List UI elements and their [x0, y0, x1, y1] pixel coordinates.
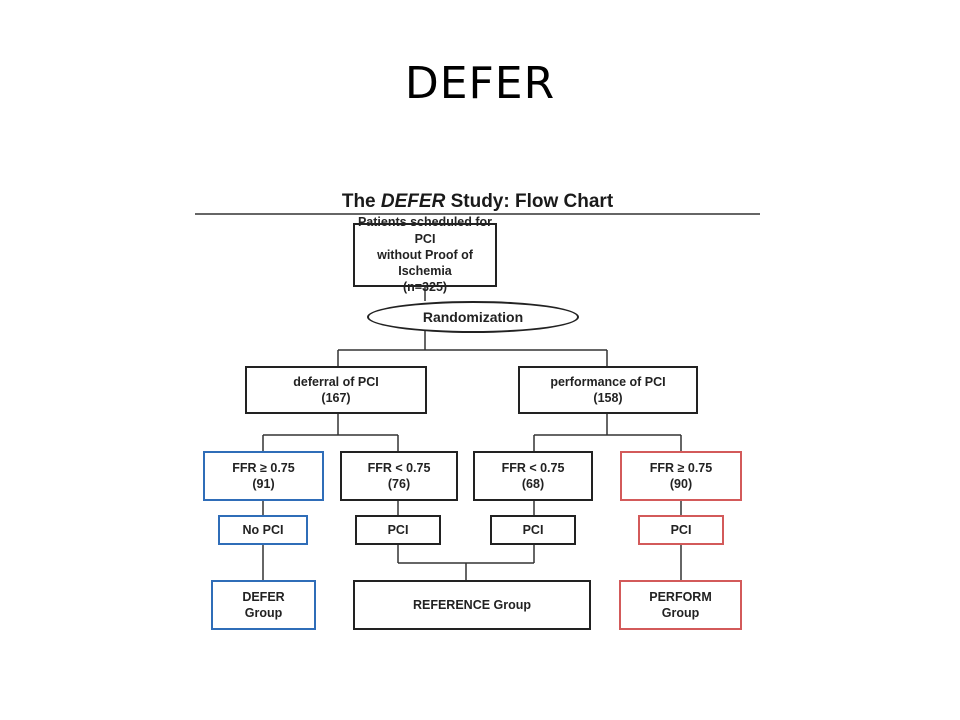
defer-group-box: DEFER Group [211, 580, 316, 630]
ffr-lt-defer-box: FFR < 0.75 (76) [340, 451, 458, 501]
ffr-lt-perform-box: FFR < 0.75 (68) [473, 451, 593, 501]
ffr-ge-perform-box: FFR ≥ 0.75 (90) [620, 451, 742, 501]
flow-chart-figure: The DEFER Study: Flow Chart Patients sch… [195, 183, 760, 638]
pci-box-3: PCI [638, 515, 724, 545]
reference-group-box: REFERENCE Group [353, 580, 591, 630]
performance-box: performance of PCI (158) [518, 366, 698, 414]
randomization-oval: Randomization [367, 301, 579, 333]
ffr-ge-defer-box: FFR ≥ 0.75 (91) [203, 451, 324, 501]
deferral-box: deferral of PCI (167) [245, 366, 427, 414]
patients-box: Patients scheduled for PCI without Proof… [353, 215, 497, 294]
pci-box-2: PCI [490, 515, 576, 545]
pci-box-1: PCI [355, 515, 441, 545]
chart-title: The DEFER Study: Flow Chart [341, 191, 614, 212]
slide-title: DEFER [404, 58, 556, 109]
no-pci-box: No PCI [218, 515, 308, 545]
connector-lines [195, 213, 760, 580]
perform-group-box: PERFORM Group [619, 580, 742, 630]
